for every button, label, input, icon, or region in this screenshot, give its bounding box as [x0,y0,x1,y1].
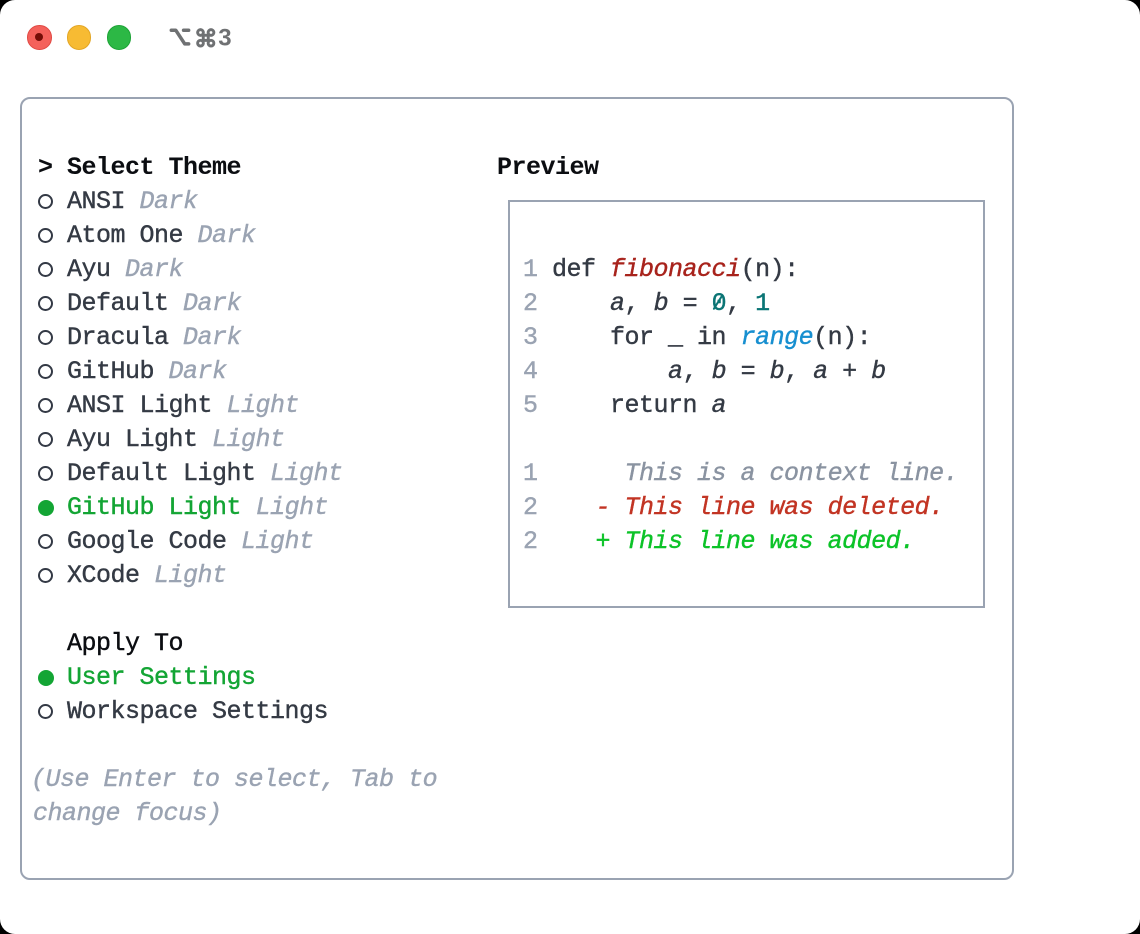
svg-text:3: 3 [218,24,231,51]
